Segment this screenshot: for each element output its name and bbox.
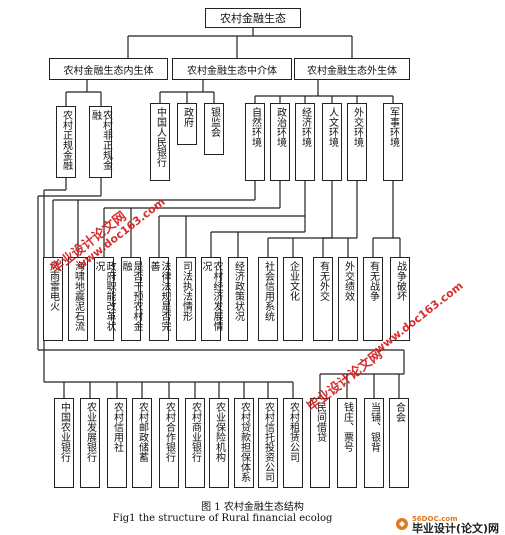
factor-box: 海啸地震泥石流 xyxy=(68,257,88,341)
logo-site: 56DOC.com xyxy=(411,515,458,523)
formal-institution-box: 中国农业银行 xyxy=(54,398,74,488)
cbrc-node: 银监会 xyxy=(204,103,224,155)
factor-box: 企业文化 xyxy=(283,257,303,341)
formal-institution-box: 农村商业银行 xyxy=(185,398,205,488)
factor-box: 是否干预农村金融 xyxy=(120,257,142,341)
informal-institution-box: 合会 xyxy=(389,398,409,488)
informal-finance-node: 农村非正规金融 xyxy=(89,106,112,178)
factor-box: 政府职能改革状况 xyxy=(93,257,115,341)
factor-box: 司法执法情形 xyxy=(176,257,196,341)
factor-box: 经济政策状况 xyxy=(228,257,248,341)
logo-icon xyxy=(395,518,408,530)
factor-box: 社会信用系统 xyxy=(258,257,278,341)
formal-institution-box: 农村合作银行 xyxy=(159,398,179,488)
inner-body-node: 农村金融生态内生体 xyxy=(49,58,168,80)
pboc-node: 中国人民银行 xyxy=(150,103,170,181)
factor-box: 有无战争 xyxy=(363,257,383,341)
factor-box: 农村经济发展情况 xyxy=(200,257,222,341)
formal-institution-box: 农村租赁公司 xyxy=(283,398,303,488)
caption-en: Fig1 the structure of Rural financial ec… xyxy=(112,513,333,524)
factor-box: 风雨雷电火 xyxy=(43,257,63,341)
informal-institution-box: 民间借贷 xyxy=(310,398,330,488)
cultural-env-node: 人文环境 xyxy=(322,103,342,181)
formal-institution-box: 农业保险机构 xyxy=(209,398,229,488)
formal-institution-box: 农村信托投资公司 xyxy=(258,398,278,488)
intermediary-node: 农村金融生态中介体 xyxy=(172,58,292,80)
formal-institution-box: 农村贷款担保体系 xyxy=(234,398,254,488)
site-logo: 56DOC.com 毕业设计(论文)网 xyxy=(395,515,499,535)
economic-env-node: 经济环境 xyxy=(295,103,315,181)
informal-institution-box: 钱庄、票号 xyxy=(337,398,357,488)
logo-text: 毕业设计(论文)网 xyxy=(411,522,499,535)
government-node: 政府 xyxy=(177,103,197,145)
informal-institution-box: 当铺、银背 xyxy=(364,398,384,488)
natural-env-node: 自然环境 xyxy=(245,103,265,181)
military-env-node: 军事环境 xyxy=(383,103,403,181)
caption-cn: 图 1 农村金融生态结构 xyxy=(201,502,304,513)
political-env-node: 政治环境 xyxy=(270,103,290,181)
formal-institution-box: 农业发展银行 xyxy=(80,398,100,488)
factor-box: 外交绩效 xyxy=(338,257,358,341)
formal-finance-node: 农村正规金融 xyxy=(56,106,76,178)
factor-box: 法律法规是否完善 xyxy=(148,257,170,341)
formal-institution-box: 农村邮政储蓄 xyxy=(132,398,152,488)
factor-box: 战争破坏 xyxy=(390,257,410,341)
formal-institution-box: 农村信用社 xyxy=(107,398,127,488)
root-node: 农村金融生态 xyxy=(205,8,301,28)
outer-body-node: 农村金融生态外生体 xyxy=(294,58,410,80)
factor-box: 有无外交 xyxy=(313,257,333,341)
diplomatic-env-node: 外交环境 xyxy=(347,103,367,181)
